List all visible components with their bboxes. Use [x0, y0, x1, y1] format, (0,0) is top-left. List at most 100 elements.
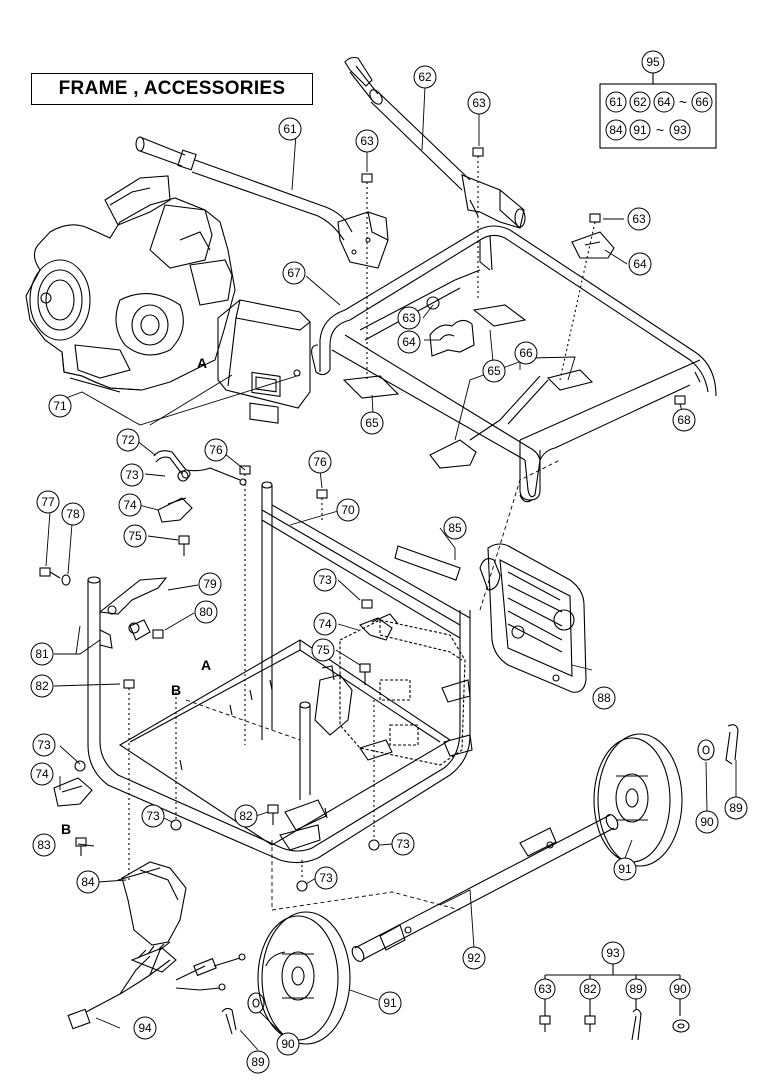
callout-82: 82	[30, 674, 54, 698]
svg-text:74: 74	[123, 498, 137, 512]
svg-text:85: 85	[448, 521, 462, 535]
svg-text:76: 76	[313, 455, 327, 469]
callout-63: 63	[355, 129, 379, 153]
kit-93-tree	[539, 964, 690, 1041]
svg-text:82: 82	[583, 982, 597, 996]
wheel-right-drawing	[593, 733, 683, 867]
svg-text:81: 81	[35, 647, 49, 661]
axle-drawing	[351, 814, 619, 962]
callout-79: 79	[198, 572, 222, 596]
svg-text:63: 63	[632, 212, 646, 226]
ref-letter-a: A	[197, 355, 207, 371]
svg-text:75: 75	[316, 643, 330, 657]
svg-text:73: 73	[318, 573, 332, 587]
callout-64: 64	[628, 252, 652, 276]
callout-94: 94	[133, 1016, 157, 1040]
svg-text:63: 63	[402, 311, 416, 325]
svg-text:62: 62	[418, 70, 432, 84]
callout-73: 73	[314, 866, 338, 890]
callout-63: 63	[467, 91, 491, 115]
svg-text:61: 61	[283, 122, 297, 136]
left-parts-drawing	[53, 450, 286, 967]
callout-74: 74	[313, 612, 337, 636]
callout-74: 74	[118, 493, 142, 517]
svg-text:73: 73	[37, 738, 51, 752]
label-plate-85	[394, 545, 461, 581]
callout-91: 91	[613, 857, 637, 881]
callout-76: 76	[204, 438, 228, 462]
callout-64: 64	[397, 330, 421, 354]
svg-text:94: 94	[138, 1021, 152, 1035]
callout-91: 91	[378, 991, 402, 1015]
svg-text:64: 64	[633, 257, 647, 271]
svg-text:65: 65	[487, 364, 501, 378]
callout-76: 76	[308, 450, 332, 474]
handle-62-drawing	[344, 56, 526, 229]
callout-70: 70	[336, 498, 360, 522]
svg-text:93: 93	[606, 946, 620, 960]
svg-text:90: 90	[700, 815, 714, 829]
callout-75: 75	[123, 524, 147, 548]
svg-text:91: 91	[633, 123, 647, 137]
kit-95-range-tilde: ~	[656, 122, 664, 138]
callout-65: 65	[360, 411, 384, 435]
frame-brackets-drawing	[342, 231, 615, 469]
leader-lines	[45, 85, 737, 1051]
callout-92: 92	[462, 946, 486, 970]
callout-66: 66	[514, 341, 538, 365]
callout-65: 65	[482, 359, 506, 383]
svg-text:95: 95	[646, 55, 660, 69]
callout-67: 67	[282, 261, 306, 285]
callout-75: 75	[311, 638, 335, 662]
svg-text:63: 63	[360, 134, 374, 148]
ref-letter-b: B	[61, 821, 71, 837]
svg-text:66: 66	[695, 95, 709, 109]
svg-text:82: 82	[35, 679, 49, 693]
callout-89: 89	[724, 796, 748, 820]
svg-text:67: 67	[287, 266, 301, 280]
callout-80: 80	[194, 600, 218, 624]
kit-95-item: 62	[629, 91, 651, 113]
svg-text:61: 61	[609, 95, 623, 109]
kit-93-item: 89	[625, 978, 647, 1000]
callout-73: 73	[141, 804, 165, 828]
callout-62: 62	[413, 65, 437, 89]
callout-73: 73	[391, 832, 415, 856]
kit-95-item: 93	[669, 119, 691, 141]
kit-93-id: 93	[601, 941, 625, 965]
kit-95-id: 95	[641, 50, 665, 74]
kit-93-item: 63	[534, 978, 556, 1000]
svg-text:76: 76	[209, 443, 223, 457]
callout-72: 72	[116, 428, 140, 452]
svg-text:70: 70	[341, 503, 355, 517]
svg-text:68: 68	[677, 413, 691, 427]
fuel-tank-outline	[339, 619, 466, 766]
kit-95-item: 66	[691, 91, 713, 113]
svg-text:91: 91	[618, 862, 632, 876]
svg-text:64: 64	[657, 95, 671, 109]
svg-text:75: 75	[128, 529, 142, 543]
svg-text:89: 89	[629, 982, 643, 996]
page-title: FRAME , ACCESSORIES	[58, 78, 286, 99]
callout-73: 73	[313, 568, 337, 592]
callout-83: 83	[32, 833, 56, 857]
callout-68: 68	[672, 408, 696, 432]
svg-text:92: 92	[467, 951, 481, 965]
callout-74: 74	[30, 762, 54, 786]
ref-letter-b: B	[171, 682, 181, 698]
svg-text:90: 90	[281, 1037, 295, 1051]
callout-78: 78	[61, 502, 85, 526]
svg-text:73: 73	[319, 871, 333, 885]
hardware-fasteners	[39, 147, 686, 892]
svg-text:72: 72	[121, 433, 135, 447]
callout-73: 73	[120, 463, 144, 487]
svg-text:63: 63	[538, 982, 552, 996]
kit-93-item: 90	[669, 978, 691, 1000]
callout-82: 82	[234, 804, 258, 828]
svg-text:90: 90	[673, 982, 687, 996]
svg-text:62: 62	[633, 95, 647, 109]
svg-text:93: 93	[673, 123, 687, 137]
ref-letter-a: A	[201, 657, 211, 673]
svg-text:84: 84	[81, 875, 95, 889]
